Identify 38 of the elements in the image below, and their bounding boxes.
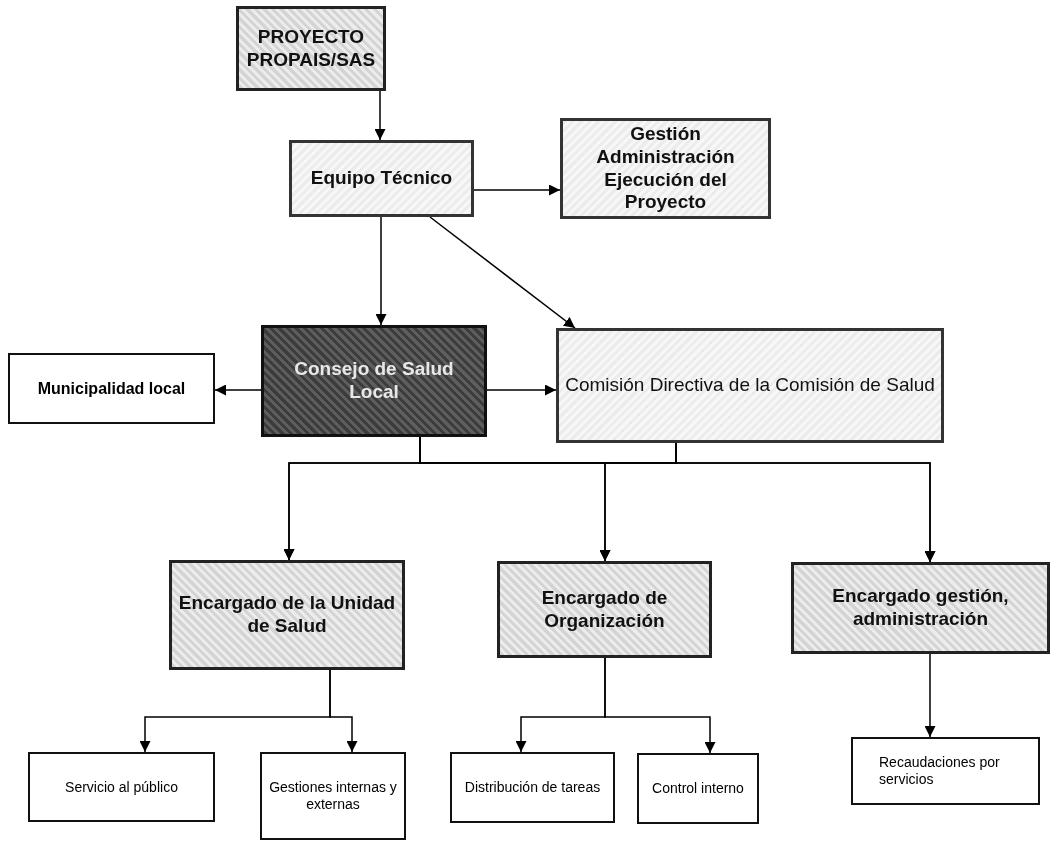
connector-arrow (604, 657, 716, 754)
org-box (261, 325, 487, 437)
org-box (450, 752, 615, 823)
org-box (28, 752, 215, 822)
connector-arrow (374, 90, 386, 141)
org-box (497, 561, 712, 658)
org-box (851, 737, 1040, 805)
connector-arrow (429, 216, 576, 329)
org-box (289, 140, 474, 217)
org-box (791, 562, 1050, 654)
box-label: Consejo de Salud Local (293, 357, 455, 404)
org-box (8, 353, 215, 424)
box-label: Control interno (651, 779, 745, 799)
box-label: Comisión Directiva de la Comisión de Salud (564, 373, 936, 398)
box-label: Gestión Administración Ejecución del Proyecto (595, 121, 736, 215)
box-label: Encargado de la Unidad de Salud (177, 591, 397, 638)
org-box (637, 753, 759, 824)
box-label: Encargado gestión, administración (831, 584, 1010, 631)
connector-arrow (473, 184, 561, 196)
box-label: Servicio al público (64, 777, 179, 797)
org-box (260, 752, 406, 840)
box-label: Recaudaciones por servicios (878, 753, 1001, 789)
org-box (560, 118, 771, 219)
org-box (556, 328, 944, 443)
connector-arrow (329, 669, 358, 753)
org-box (236, 6, 386, 91)
box-label: Encargado de Organización (540, 585, 669, 633)
box-label: Distribución de tareas (463, 778, 602, 798)
box-label: Municipalidad local (36, 378, 187, 399)
box-label: Gestiones internas y externas (268, 778, 398, 814)
org-box (169, 560, 405, 670)
connector-arrow (214, 384, 262, 396)
connector-arrow (375, 216, 387, 326)
connector-arrow (486, 384, 557, 396)
connector-arrow (924, 653, 936, 738)
box-label: Equipo Técnico (309, 166, 454, 191)
box-label: PROYECTO PROPAIS/SAS (245, 24, 377, 72)
connector-arrow (675, 442, 936, 563)
